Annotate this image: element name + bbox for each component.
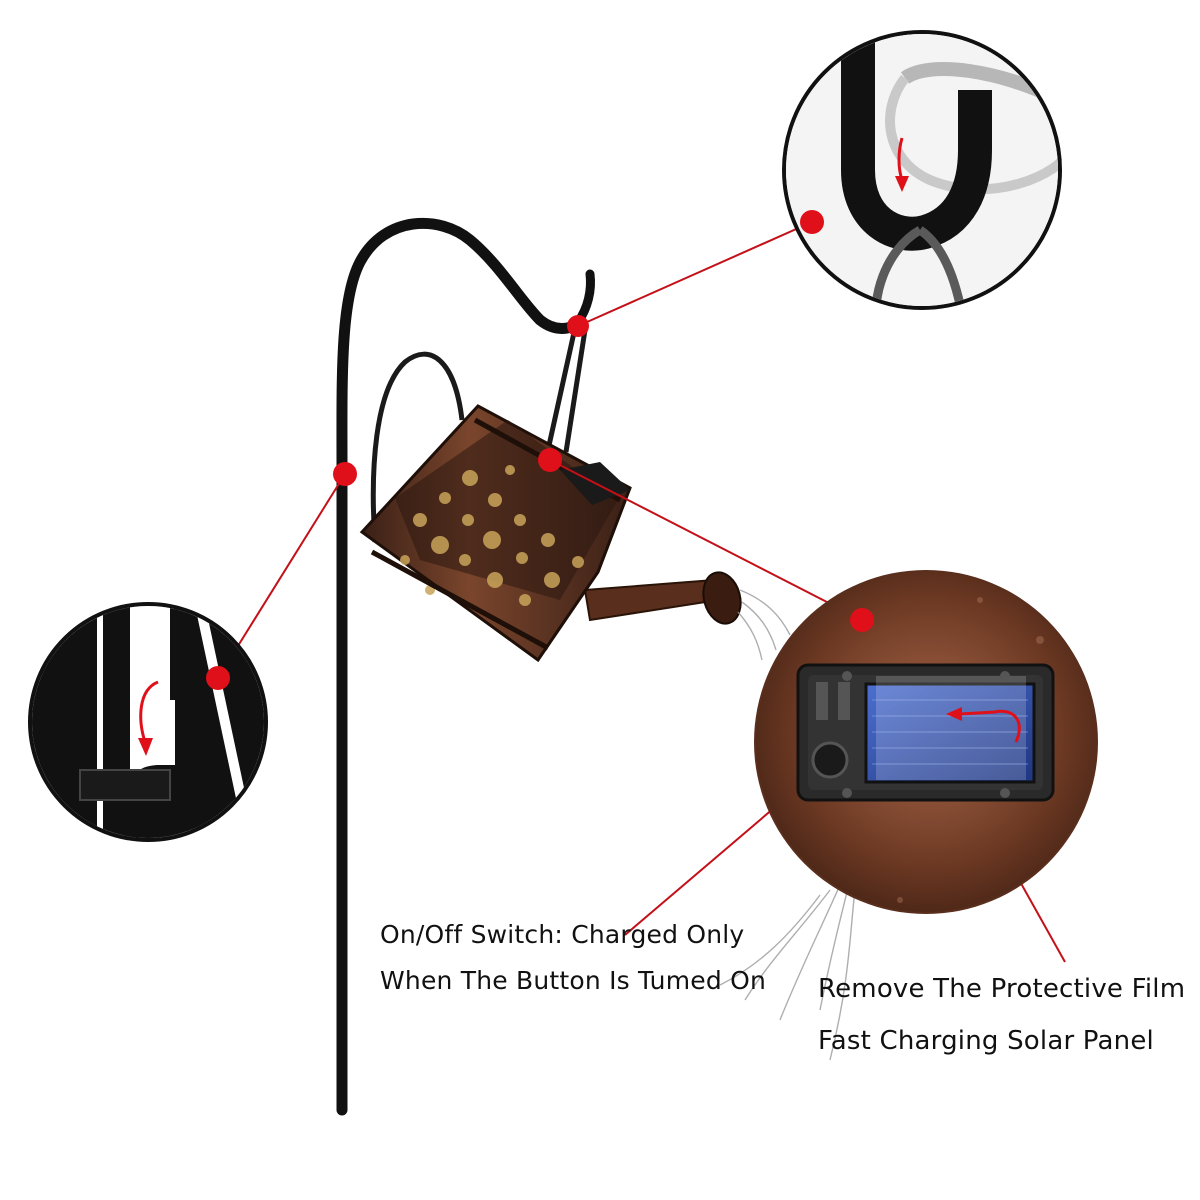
red-dot-icon [800, 210, 824, 234]
callout-markers [206, 210, 874, 690]
on-off-switch-button [811, 741, 849, 779]
curved-arrow-icon [139, 680, 159, 743]
watering-can [359, 327, 856, 1061]
switch-caption-line-1: On/Off Switch: Charged Only [380, 920, 745, 949]
film-caption-line-2: Fast Charging Solar Panel [818, 1026, 1154, 1056]
callout-slot-detail [28, 602, 268, 842]
switch-caption-line-2: When The Button Is Tumed On [380, 966, 767, 995]
film-caption-line-1: Remove The Protective Film [818, 974, 1186, 1004]
arrow-head [138, 738, 153, 756]
curved-arrow-icon [959, 709, 1021, 743]
callout-solar-panel [754, 570, 1098, 914]
red-dot-icon [538, 448, 562, 472]
red-dot-icon [206, 666, 230, 690]
callout-hook-detail [782, 30, 1062, 310]
red-dot-icon [567, 315, 589, 337]
red-dot-icon [850, 608, 874, 632]
arrow-head [895, 176, 909, 192]
protective-film [876, 676, 1026, 780]
red-dot-icon [333, 462, 357, 486]
arrow-head [946, 707, 962, 721]
